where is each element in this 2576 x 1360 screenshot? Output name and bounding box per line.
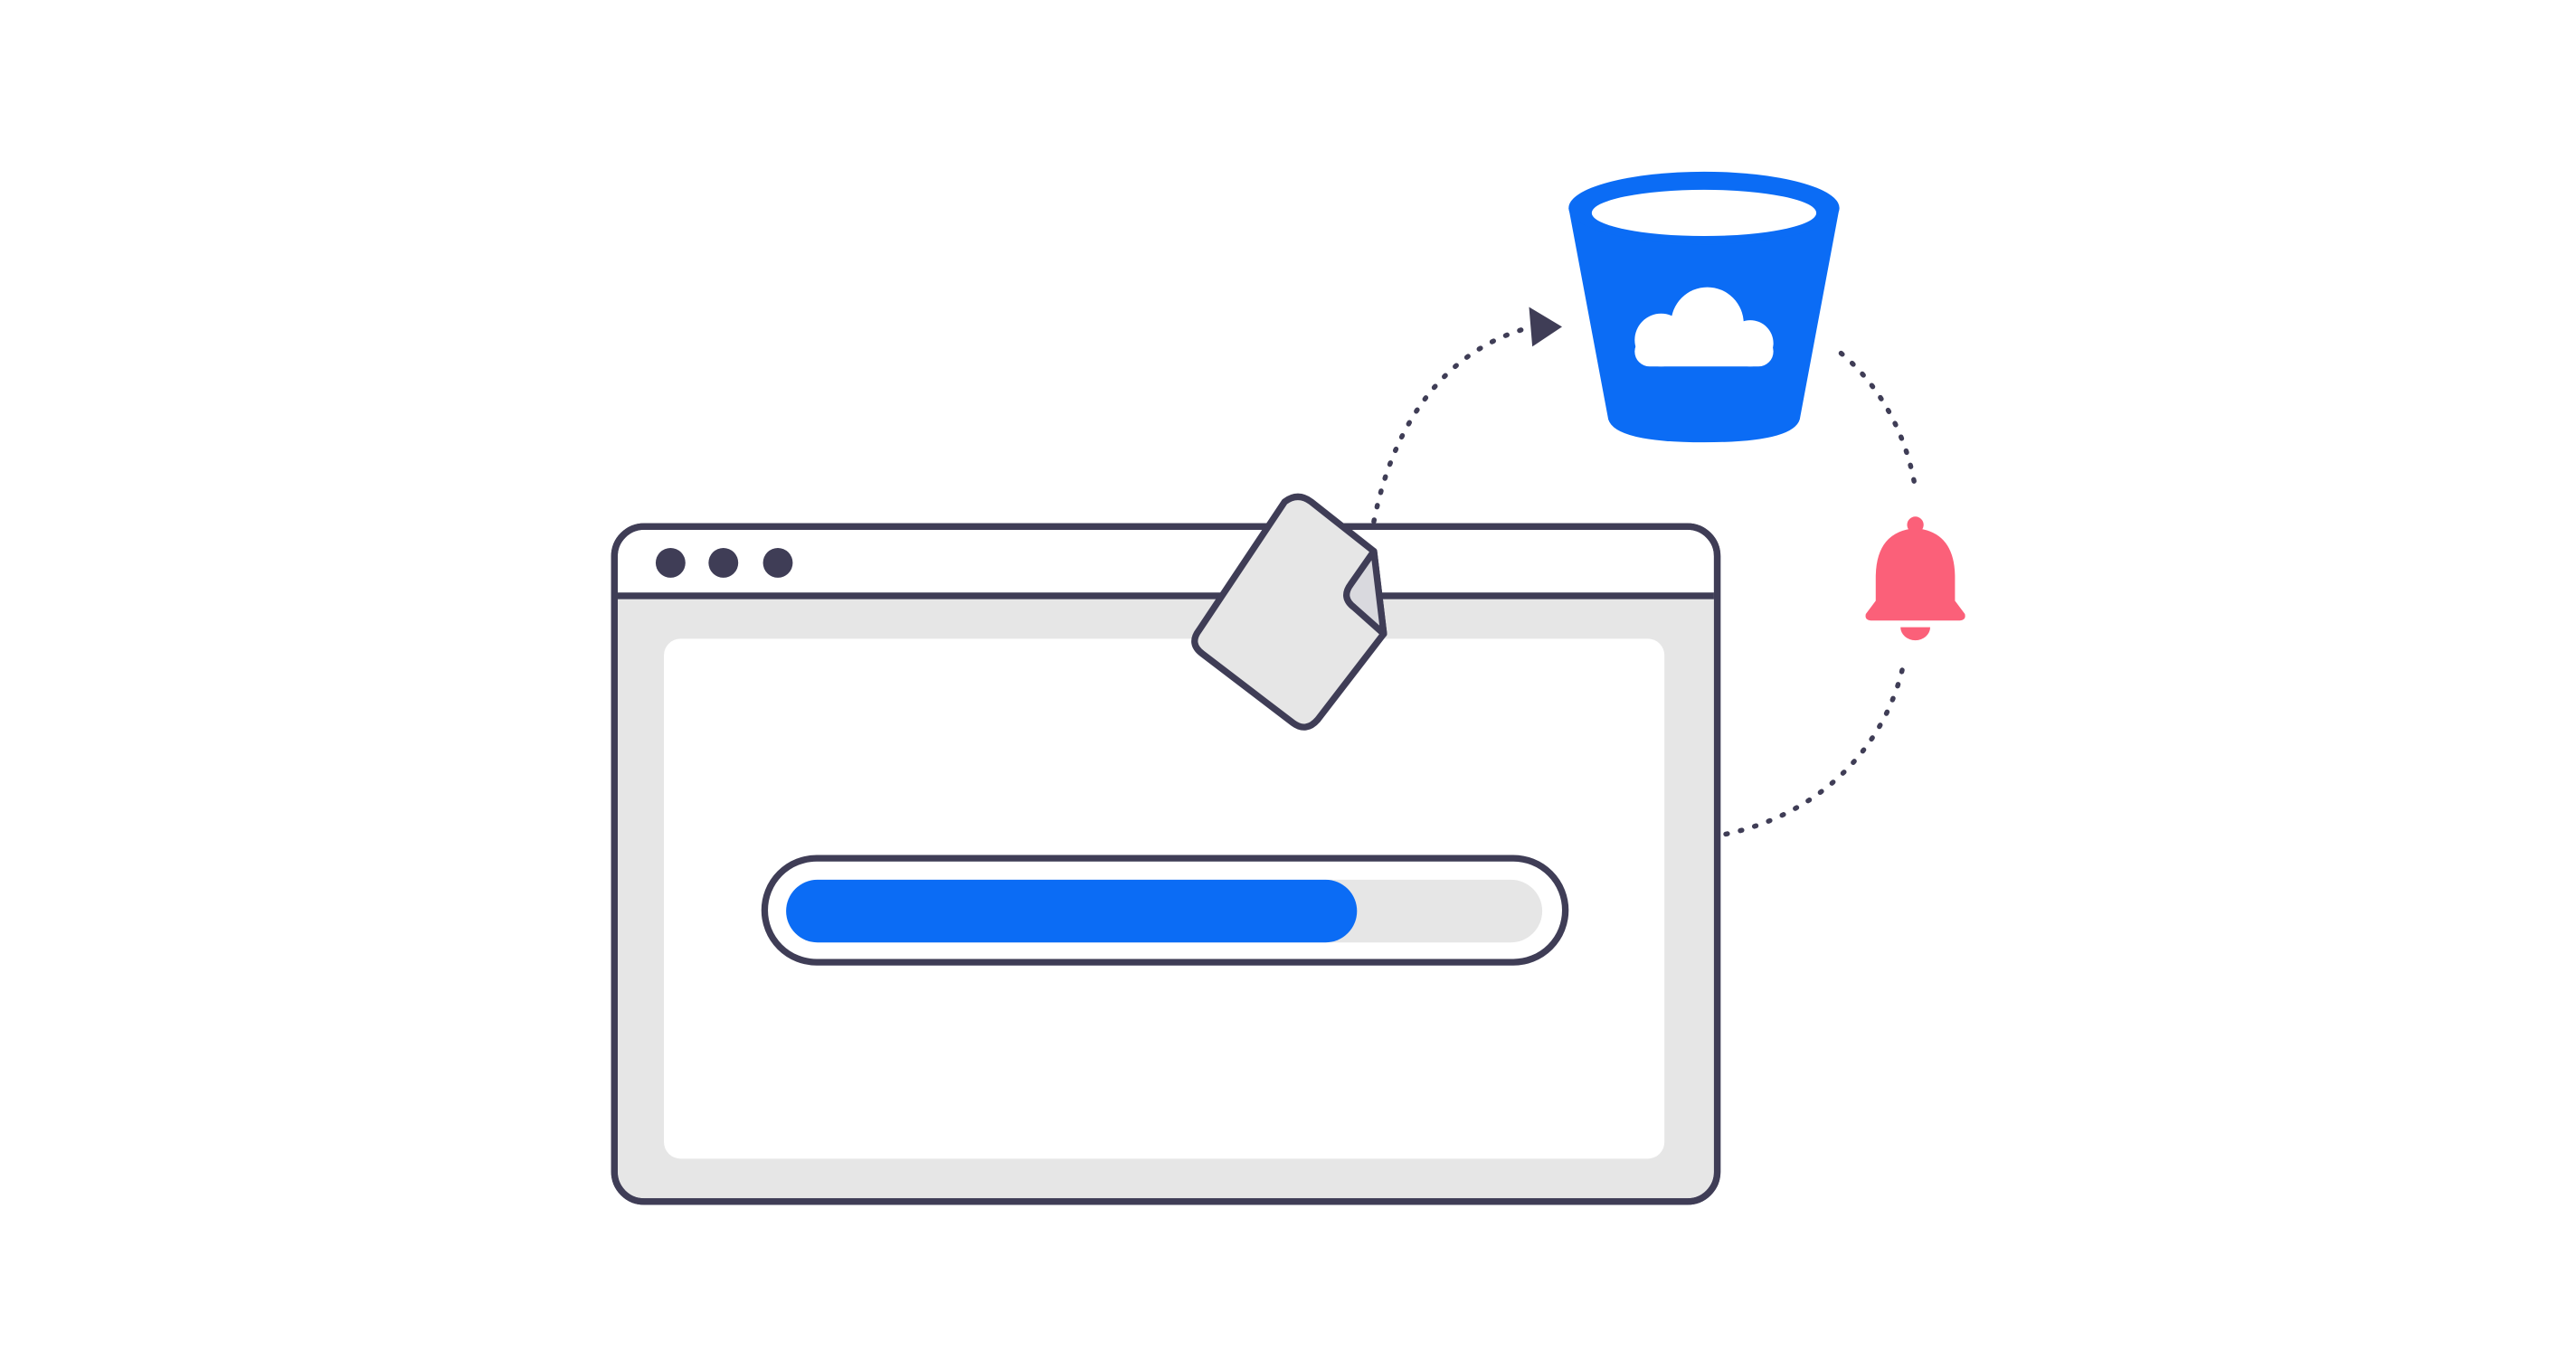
cloud-icon <box>1634 287 1774 367</box>
cloud-storage-bucket-icon <box>1568 171 1840 443</box>
dotted-arc-to-bucket <box>1371 324 1535 524</box>
window-dot-icon <box>655 547 686 578</box>
window-dot-icon <box>762 547 793 578</box>
window-dot-icon <box>708 547 739 578</box>
dotted-arc-bell-to-window <box>1718 667 1905 838</box>
progress-bar <box>761 855 1569 966</box>
dotted-arc-bucket-to-bell <box>1838 350 1918 492</box>
arrowhead-icon <box>1529 307 1562 347</box>
bell-icon <box>1865 516 1965 641</box>
document-icon <box>1191 493 1387 731</box>
progress-fill <box>786 879 1358 943</box>
